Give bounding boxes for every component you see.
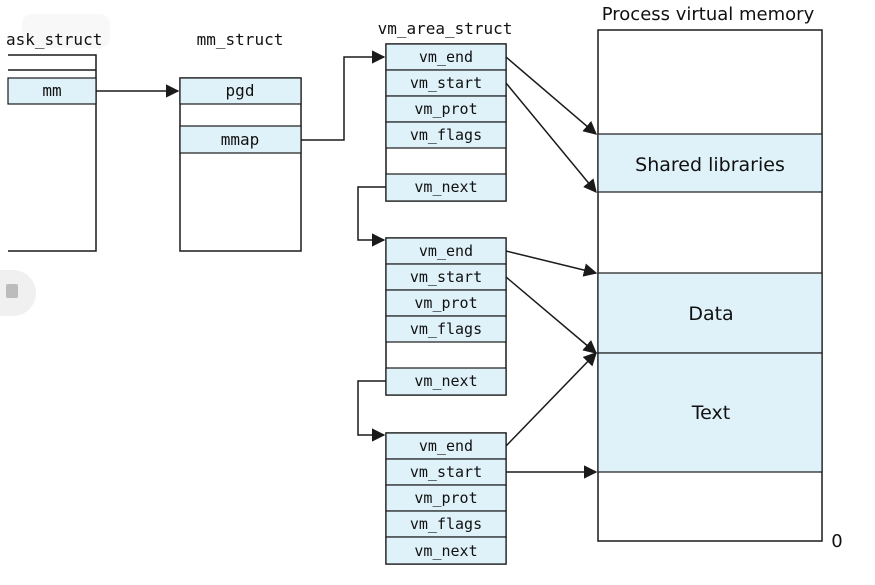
memory-region-shared-libraries-label: Shared libraries <box>635 154 785 176</box>
side-tab-icon <box>6 284 18 298</box>
vm-area-3-end-label: vm_end <box>419 437 473 455</box>
mm-struct-mmap-label: mmap <box>221 130 260 149</box>
vm-area-3-flags-label: vm_flags <box>410 515 482 533</box>
arrow-area2-end <box>505 250 598 277</box>
task-struct-mm-label: mm <box>42 81 61 100</box>
memory-region-text-label: Text <box>691 402 730 424</box>
arrow-area1-start <box>505 82 597 194</box>
vm-area-3-next-cell <box>385 536 507 565</box>
vm-area-2-flags-cell <box>385 315 507 343</box>
vm-area-3-start-label: vm_start <box>410 463 482 481</box>
vm-area-1-start-label: vm_start <box>410 74 482 92</box>
vm-area-struct-title: vm_area_struct <box>378 19 513 38</box>
vm-area-2: vm_end vm_start vm_prot vm_flags vm_next <box>385 237 507 396</box>
memory-region-data-label: Data <box>688 303 733 325</box>
vm-area-2-start-label: vm_start <box>410 268 482 286</box>
vm-area-2-end-cell <box>385 237 507 265</box>
mm-struct-pgd-cell <box>179 77 302 105</box>
arrow-mmap-to-vm-area-1 <box>301 50 386 141</box>
vm-area-3-next-label: vm_next <box>414 542 477 560</box>
arrow-area3-end <box>505 352 597 447</box>
vm-area-1-next-label: vm_next <box>414 178 477 196</box>
vm-area-1-prot-cell <box>385 95 507 123</box>
mm-struct-title: mm_struct <box>197 30 284 49</box>
vm-area-3-prot-label: vm_prot <box>414 489 477 507</box>
memory-region-data <box>597 272 823 354</box>
task-struct-title: ask_struct <box>6 30 102 49</box>
task-struct: ask_struct mm <box>6 30 102 252</box>
vm-area-1: vm_end vm_start vm_prot vm_flags vm_next <box>385 43 507 202</box>
vm-area-2-next-label: vm_next <box>414 372 477 390</box>
memory-title: Process virtual memory <box>602 4 815 25</box>
mm-struct: mm_struct pgd mmap <box>179 30 302 252</box>
task-struct-mm-cell <box>7 77 97 105</box>
memory-region-shared-libraries <box>597 133 823 193</box>
vm-area-2-end-label: vm_end <box>419 242 473 260</box>
mm-struct-box <box>179 77 302 252</box>
vm-area-1-next-cell <box>385 173 507 202</box>
arrow-area2-start <box>505 276 598 354</box>
overlay-pill <box>22 14 110 48</box>
connectors <box>96 50 598 479</box>
vm-area-1-end-label: vm_end <box>419 48 473 66</box>
task-struct-box <box>8 54 97 252</box>
memory-bottom-address: 0 <box>831 531 842 552</box>
vm-area-2-start-cell <box>385 263 507 291</box>
memory-region-text <box>597 352 823 473</box>
vm-area-1-flags-cell <box>385 121 507 149</box>
process-virtual-memory: Process virtual memory Shared libraries … <box>597 4 843 552</box>
vm-area-3: vm_end vm_start vm_prot vm_flags vm_next <box>385 432 507 565</box>
vm-area-2-flags-label: vm_flags <box>410 320 482 338</box>
vm-area-1-prot-label: vm_prot <box>414 100 477 118</box>
arrow-vm-next-1 <box>357 186 386 247</box>
vm-area-1-flags-label: vm_flags <box>410 126 482 144</box>
arrow-area1-end <box>505 56 598 135</box>
arrow-vm-next-2 <box>357 380 386 442</box>
vm-area-1-start-cell <box>385 69 507 97</box>
mm-struct-pgd-label: pgd <box>226 81 255 100</box>
vm-area-2-prot-label: vm_prot <box>414 294 477 312</box>
